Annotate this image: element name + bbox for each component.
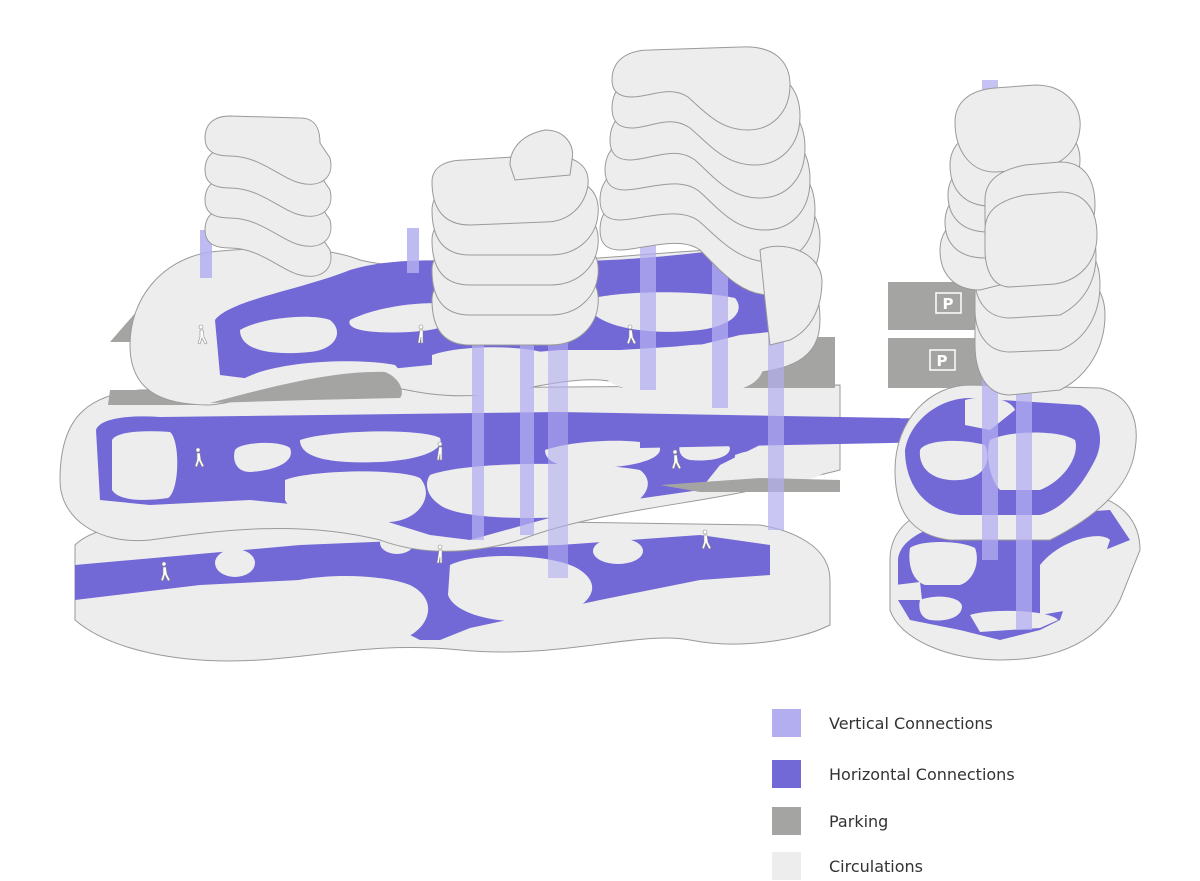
- pedestrian-icons: [160, 324, 712, 582]
- parking-sign-right-lower: P: [937, 352, 948, 370]
- legend-swatch-horizontal: [772, 760, 801, 788]
- parking-sign-right-upper: P: [943, 295, 954, 313]
- legend-swatch-parking: [772, 807, 801, 835]
- pedestrian-icon: [194, 447, 205, 468]
- pedestrian-icon: [436, 544, 443, 564]
- pedestrian-icon: [417, 324, 424, 344]
- legend-item-vertical-connections: Vertical Connections: [772, 708, 993, 738]
- legend-item-parking: Parking: [772, 806, 888, 836]
- legend-swatch-circulations: [772, 852, 801, 880]
- legend-swatch-vertical: [772, 709, 801, 737]
- pedestrian-icon: [160, 561, 171, 582]
- tower-center: [431, 129, 599, 346]
- parking-right: P P: [888, 282, 988, 388]
- legend-item-circulations: Circulations: [772, 851, 923, 881]
- pedestrian-icon: [626, 324, 637, 345]
- pedestrian-icon: [436, 441, 443, 461]
- pedestrian-icon: [671, 449, 682, 470]
- bridge-connection: [640, 418, 940, 448]
- legend-label: Circulations: [829, 856, 924, 876]
- pedestrian-icon: [197, 324, 208, 345]
- legend-label: Parking: [829, 811, 889, 831]
- legend-item-horizontal-connections: Horizontal Connections: [772, 759, 1015, 789]
- pedestrian-icon: [701, 529, 712, 550]
- tower-right: [939, 84, 1106, 396]
- right-building-platforms: [889, 384, 1141, 661]
- tower-center-right: [599, 46, 823, 346]
- tower-left: [204, 115, 332, 277]
- legend-label: Horizontal Connections: [829, 764, 1015, 784]
- legend-label: Vertical Connections: [829, 713, 993, 733]
